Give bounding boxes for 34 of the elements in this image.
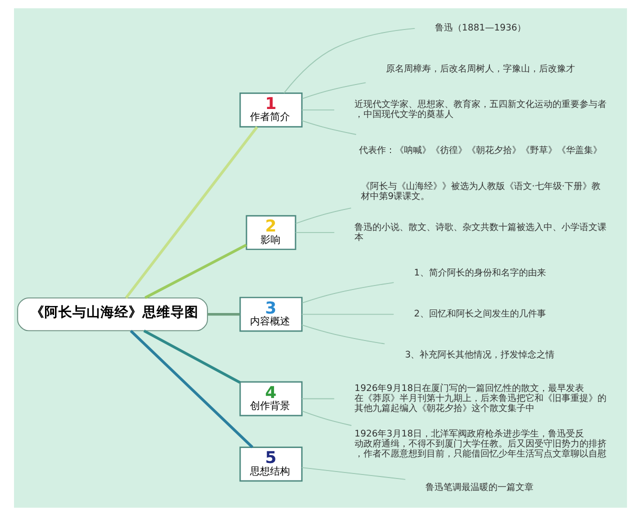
node-text: 《阿长与《山海经》》被选为人教版《语文·七年级·下册》教材中第9课课文。: [360, 182, 600, 202]
node-box: 《阿长与山海经》思维导图: [16, 298, 208, 332]
connector: [301, 82, 366, 100]
node-box: 4 创作背景: [238, 381, 302, 416]
connector: [300, 467, 406, 480]
connector: [124, 126, 258, 299]
node-text: 3、补充阿长其他情况，抒发悼念之情: [404, 350, 554, 360]
connector: [300, 324, 385, 344]
node-text: 鲁迅（1881—1936）: [434, 24, 526, 34]
connector: [300, 314, 394, 315]
connector: [301, 410, 352, 426]
connector: [294, 232, 334, 234]
node-text: 1、简介阿长的身份和名字的由来: [414, 268, 546, 279]
connector: [300, 120, 356, 135]
node-text: 2、回忆和阿长之间发生的几件事: [414, 310, 546, 320]
node-box: 1 作者简介: [238, 92, 302, 128]
node-text: 代表作：《呐喊》《彷徨》《朝花夕拾》《野草》《华盖集》: [358, 146, 602, 156]
node-text: 鲁迅笔调最温暖的一篇文章: [424, 483, 533, 494]
node-text: 近现代文学家、思想家、教育家，五四新文化运动的重要参与者，中国现代文学的奠基人: [354, 100, 606, 120]
connector: [300, 398, 334, 400]
connector: [129, 330, 253, 448]
node-box: 5 思想结构: [238, 446, 302, 482]
connector: [144, 244, 246, 299]
node-text: 原名周樟寿，后改名周树人，字豫山，后改豫才: [385, 64, 574, 74]
node-text: 1926年9月18日在厦门写的一篇回忆性的散文，最早发表在《莽原》半月刊第十九期上，后来鲁迅把它和《旧事重提》的其他九篇起编入《朝花夕拾》这个散文集子中: [354, 384, 606, 414]
connector: [301, 282, 394, 304]
node-text: 1926年3月18日，北洋军阀政府枪杀进步学生，鲁迅受反动政府通缉，不得不到厦门大学任教。后又因受守旧势力的排挤，作者不愿意想到目前，只能借回忆少年生活写点文章聊以自慰: [354, 429, 606, 460]
connector: [283, 28, 415, 94]
node-text: 鲁迅的小说、散文、诗歌、杂文共数十篇被选入中、小学语文课本: [354, 222, 606, 243]
node-box: 3 内容概述: [238, 296, 302, 332]
connector: [142, 330, 240, 384]
connector: [207, 312, 240, 316]
node-box: 2 影响: [245, 215, 296, 250]
connector: [294, 208, 352, 224]
